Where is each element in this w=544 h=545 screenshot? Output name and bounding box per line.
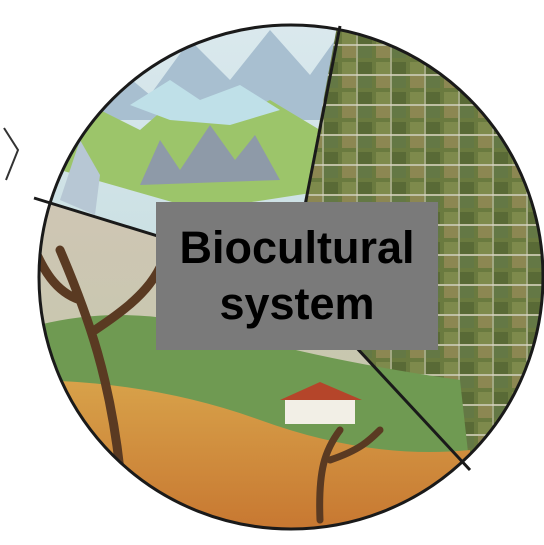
center-label-line1: Biocultural: [179, 220, 414, 276]
center-label-box: Biocultural system: [156, 202, 438, 350]
center-label-line2: system: [219, 276, 374, 332]
edge-mark: [0, 120, 22, 190]
